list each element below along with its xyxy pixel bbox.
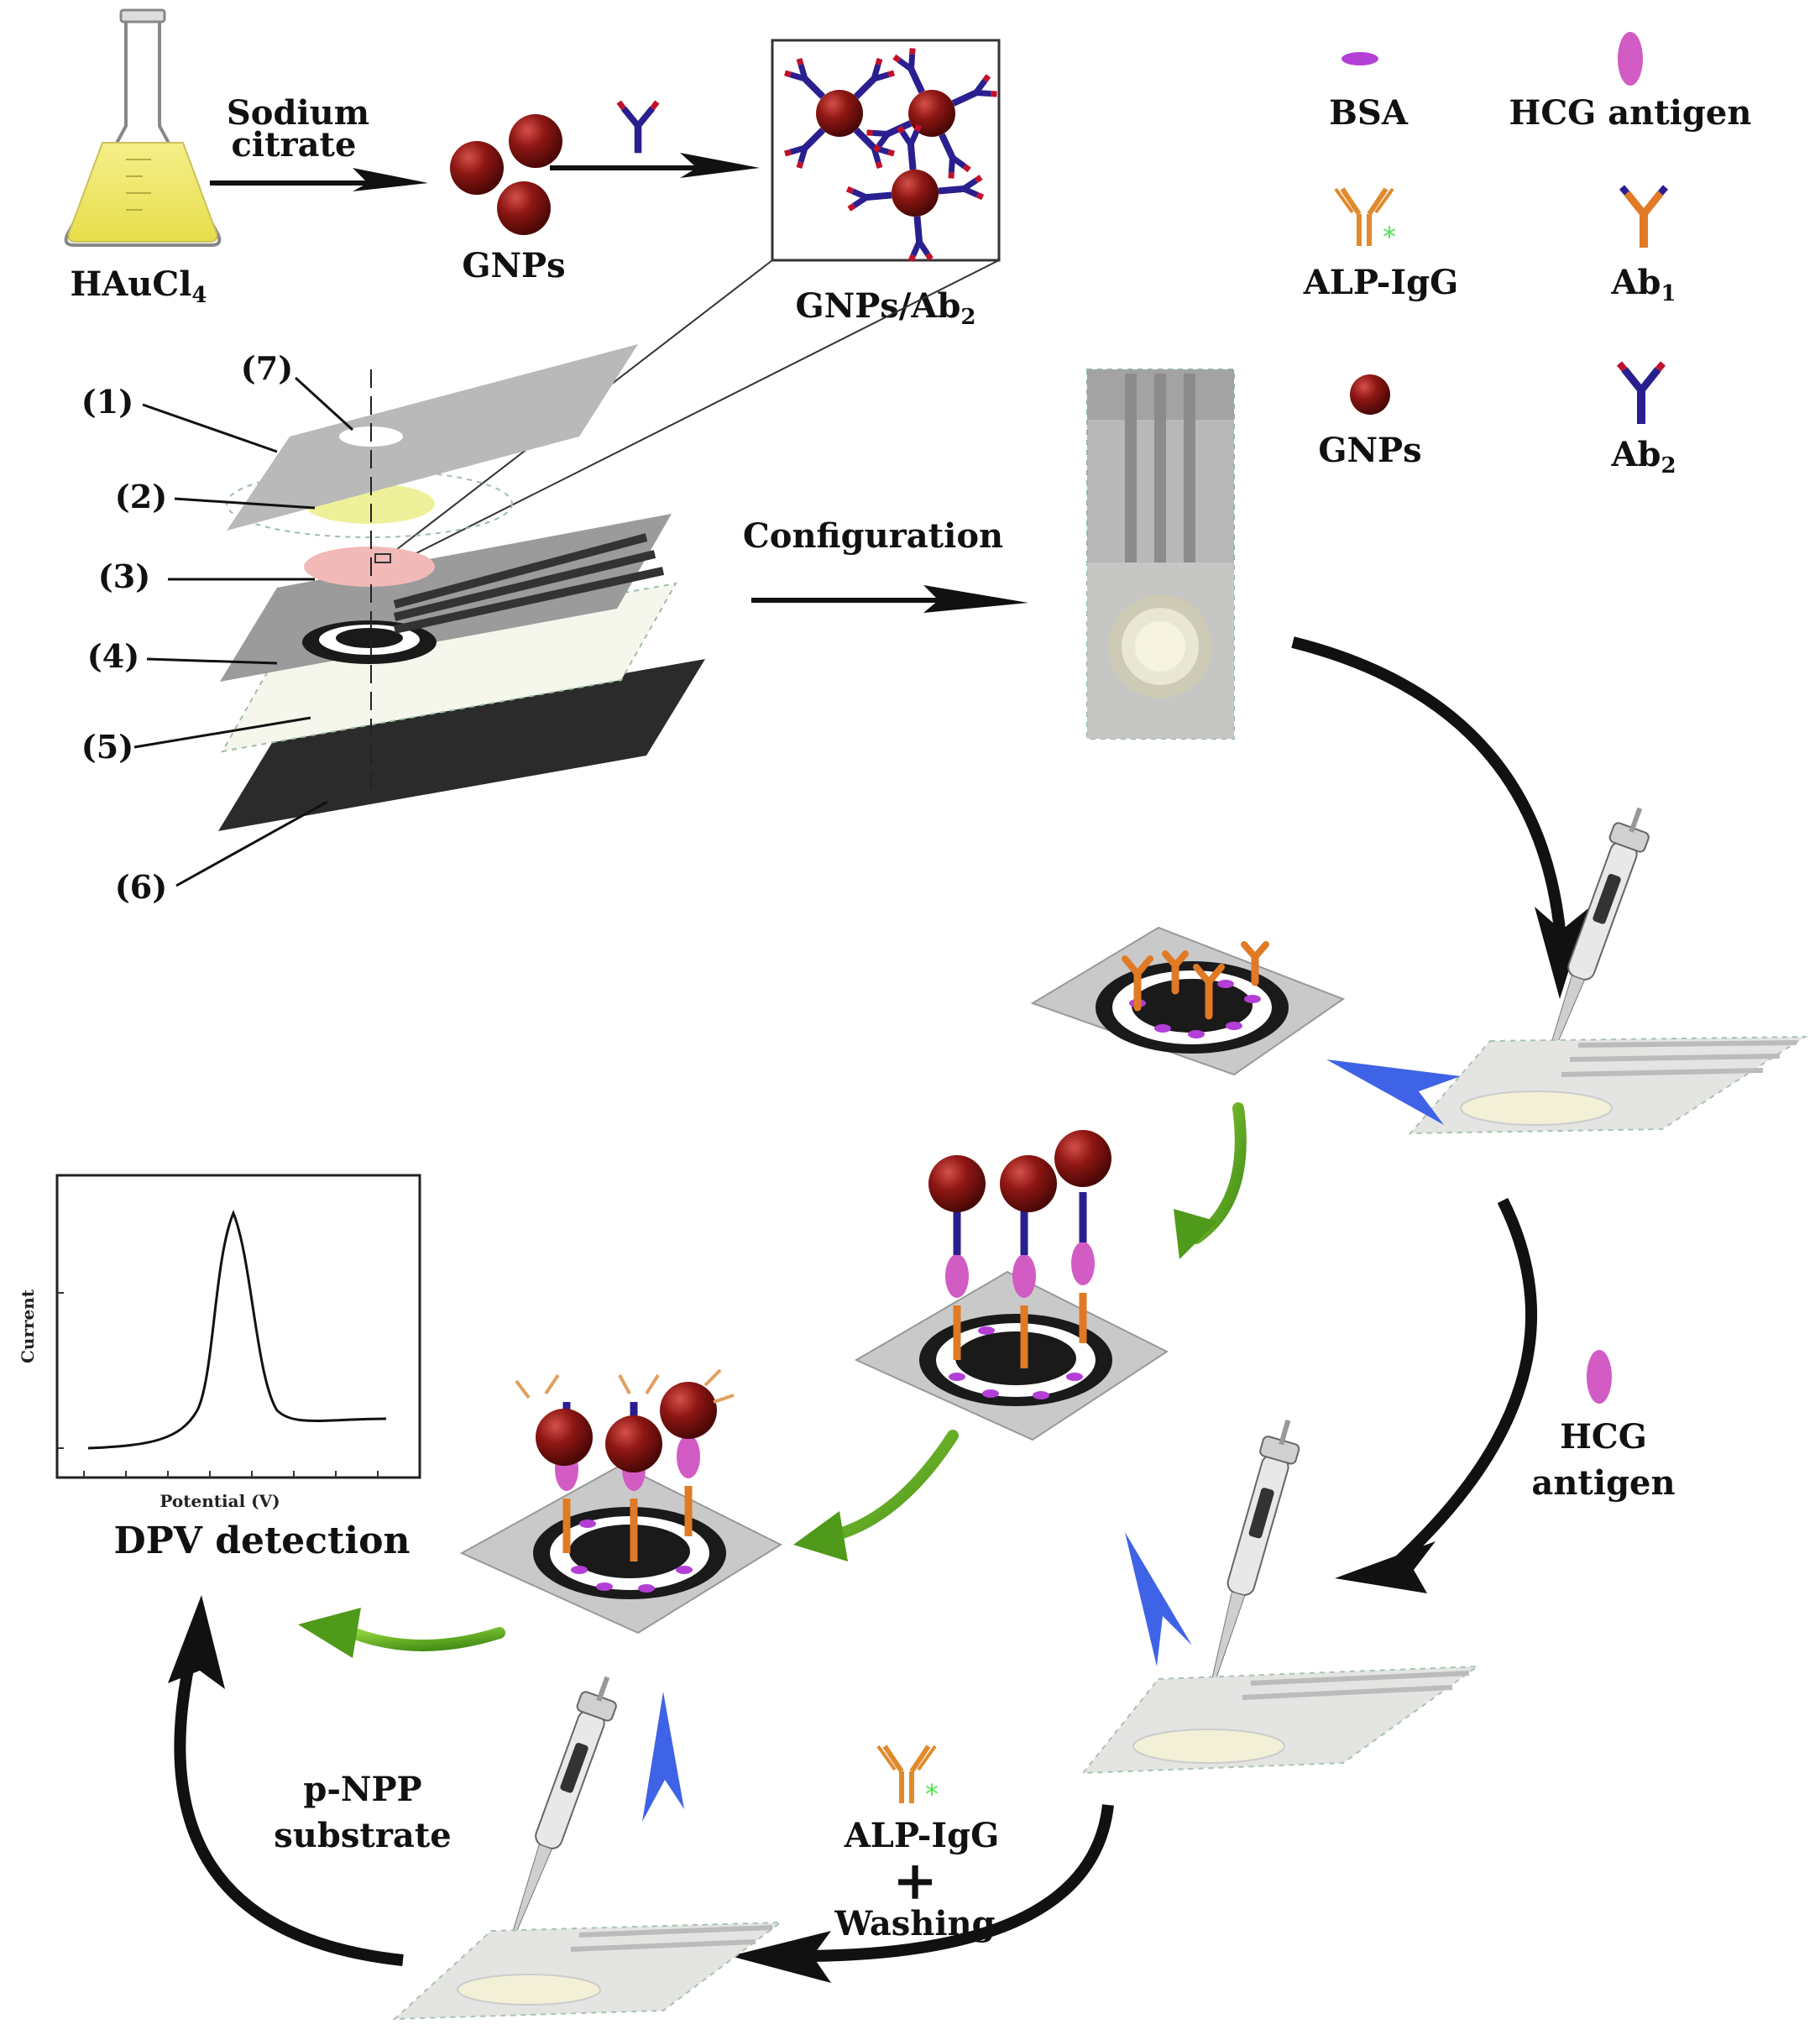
- legend-item-hcg: HCG antigen: [1509, 32, 1752, 133]
- svg-text:*: *: [1383, 221, 1396, 253]
- arrow-label-citrate: citrate: [232, 125, 357, 165]
- strip-3: [392, 1921, 784, 2021]
- legend-item-ab1: Ab1: [1610, 185, 1676, 306]
- layer-5: [221, 582, 677, 753]
- gnps-label: GNPs: [462, 246, 565, 285]
- pipette-3: [509, 1676, 617, 1940]
- layer-label-2: (2): [115, 478, 167, 515]
- electrode-pattern: [302, 533, 665, 664]
- dpv-curve: [87, 1210, 387, 1450]
- alp-igg-step-icon: *: [876, 1744, 939, 1810]
- arrow-label-sodium: Sodium: [227, 93, 369, 133]
- blue-arrow-2: [1125, 1532, 1192, 1666]
- pnpp-step-line1: p-NPP: [303, 1770, 421, 1809]
- pnpp-step-line2: substrate: [274, 1816, 451, 1855]
- chip-stage-1: [1030, 926, 1346, 1076]
- dpv-title: DPV detection: [114, 1520, 411, 1562]
- cycle-arrow-4: [168, 1595, 404, 1966]
- ab2-addition-arrow: [550, 153, 760, 178]
- dpv-xlabel: Potential (V): [160, 1491, 280, 1511]
- pipette-2: [1208, 1419, 1300, 1689]
- alp-step-line2: Washing: [834, 1904, 995, 1943]
- blue-arrow-1: [1326, 1059, 1461, 1125]
- hcg-antigen-step-icon: [1587, 1350, 1612, 1404]
- green-arrow-1: [1174, 1102, 1247, 1259]
- svg-text:Ab2: Ab2: [1610, 435, 1676, 479]
- gnp-ab2-conjugate-box: [771, 39, 1001, 263]
- green-arrow-2: [793, 1430, 959, 1561]
- svg-text:ALP-IgG: ALP-IgG: [1303, 263, 1459, 302]
- bsa-icon: [1341, 52, 1378, 65]
- configuration-arrow: [751, 585, 1028, 613]
- layer-1: [227, 344, 638, 531]
- layer-label-6: (6): [115, 868, 167, 906]
- green-arrow-3: [298, 1608, 505, 1658]
- cycle-arrow-3: [730, 1804, 1114, 1983]
- reagent-label: HAuCl4: [70, 264, 207, 308]
- blue-arrow-3: [642, 1692, 684, 1822]
- legend-item-gnps: GNPs: [1318, 374, 1422, 470]
- svg-text:*: *: [925, 1778, 939, 1810]
- layer-callouts: [133, 376, 354, 887]
- alp-step-plus: +: [892, 1849, 938, 1912]
- legend-item-alp-igg: * ALP-IgG: [1303, 187, 1459, 302]
- alp-step-line1: ALP-IgG: [844, 1816, 1000, 1855]
- chip-stage-3: [459, 1368, 783, 1635]
- layer-label-3: (3): [98, 557, 150, 595]
- layer-6: [218, 659, 705, 831]
- sodium-citrate-arrow: [210, 168, 428, 191]
- ab2-icon: [1616, 361, 1666, 424]
- conjugate-label: GNPs/Ab2: [795, 286, 975, 330]
- svg-text:GNPs: GNPs: [1318, 431, 1421, 470]
- alp-igg-icon: *: [1334, 187, 1396, 253]
- cycle-arrow-1: [1291, 636, 1588, 999]
- legend-item-bsa: BSA: [1329, 52, 1409, 133]
- cycle-arrow-2: [1335, 1197, 1537, 1593]
- configuration-label: Configuration: [743, 516, 1003, 556]
- dpv-ylabel: Current: [18, 1289, 38, 1363]
- layer-label-4: (4): [87, 637, 139, 675]
- strip-1: [1408, 1035, 1808, 1135]
- flask-icon: [64, 8, 222, 247]
- assembled-device: [1086, 369, 1235, 740]
- gnp-icon: [1350, 374, 1390, 415]
- chip-stage-2: [854, 1130, 1169, 1441]
- dpv-plot-frame: [55, 1174, 421, 1479]
- gnp-cluster: [450, 114, 562, 235]
- svg-text:HCG antigen: HCG antigen: [1509, 93, 1752, 133]
- hcg-antigen-icon: [1618, 32, 1643, 86]
- legend: BSA HCG antigen * ALP-IgG: [1303, 32, 1752, 479]
- layer-label-5: (5): [81, 728, 133, 766]
- gnp-ab2-conjugate: [845, 123, 985, 263]
- ab2-small-icon: [616, 100, 660, 154]
- strip-2: [1080, 1665, 1481, 1775]
- layer-stack: [218, 344, 705, 831]
- hcg-step-line2: antigen: [1531, 1463, 1675, 1503]
- dpv-plot: Potential (V) Current: [18, 1174, 421, 1511]
- svg-text:Ab1: Ab1: [1610, 263, 1676, 306]
- svg-text:BSA: BSA: [1329, 93, 1409, 133]
- legend-item-ab2: Ab2: [1610, 361, 1676, 479]
- hcg-step-line1: HCG: [1560, 1417, 1647, 1457]
- layer-3: [304, 547, 435, 587]
- ab1-icon: [1619, 185, 1669, 248]
- gnp-ab2-conjugate: [866, 48, 997, 179]
- layer-label-7: (7): [241, 349, 293, 387]
- layer-label-1: (1): [81, 383, 133, 421]
